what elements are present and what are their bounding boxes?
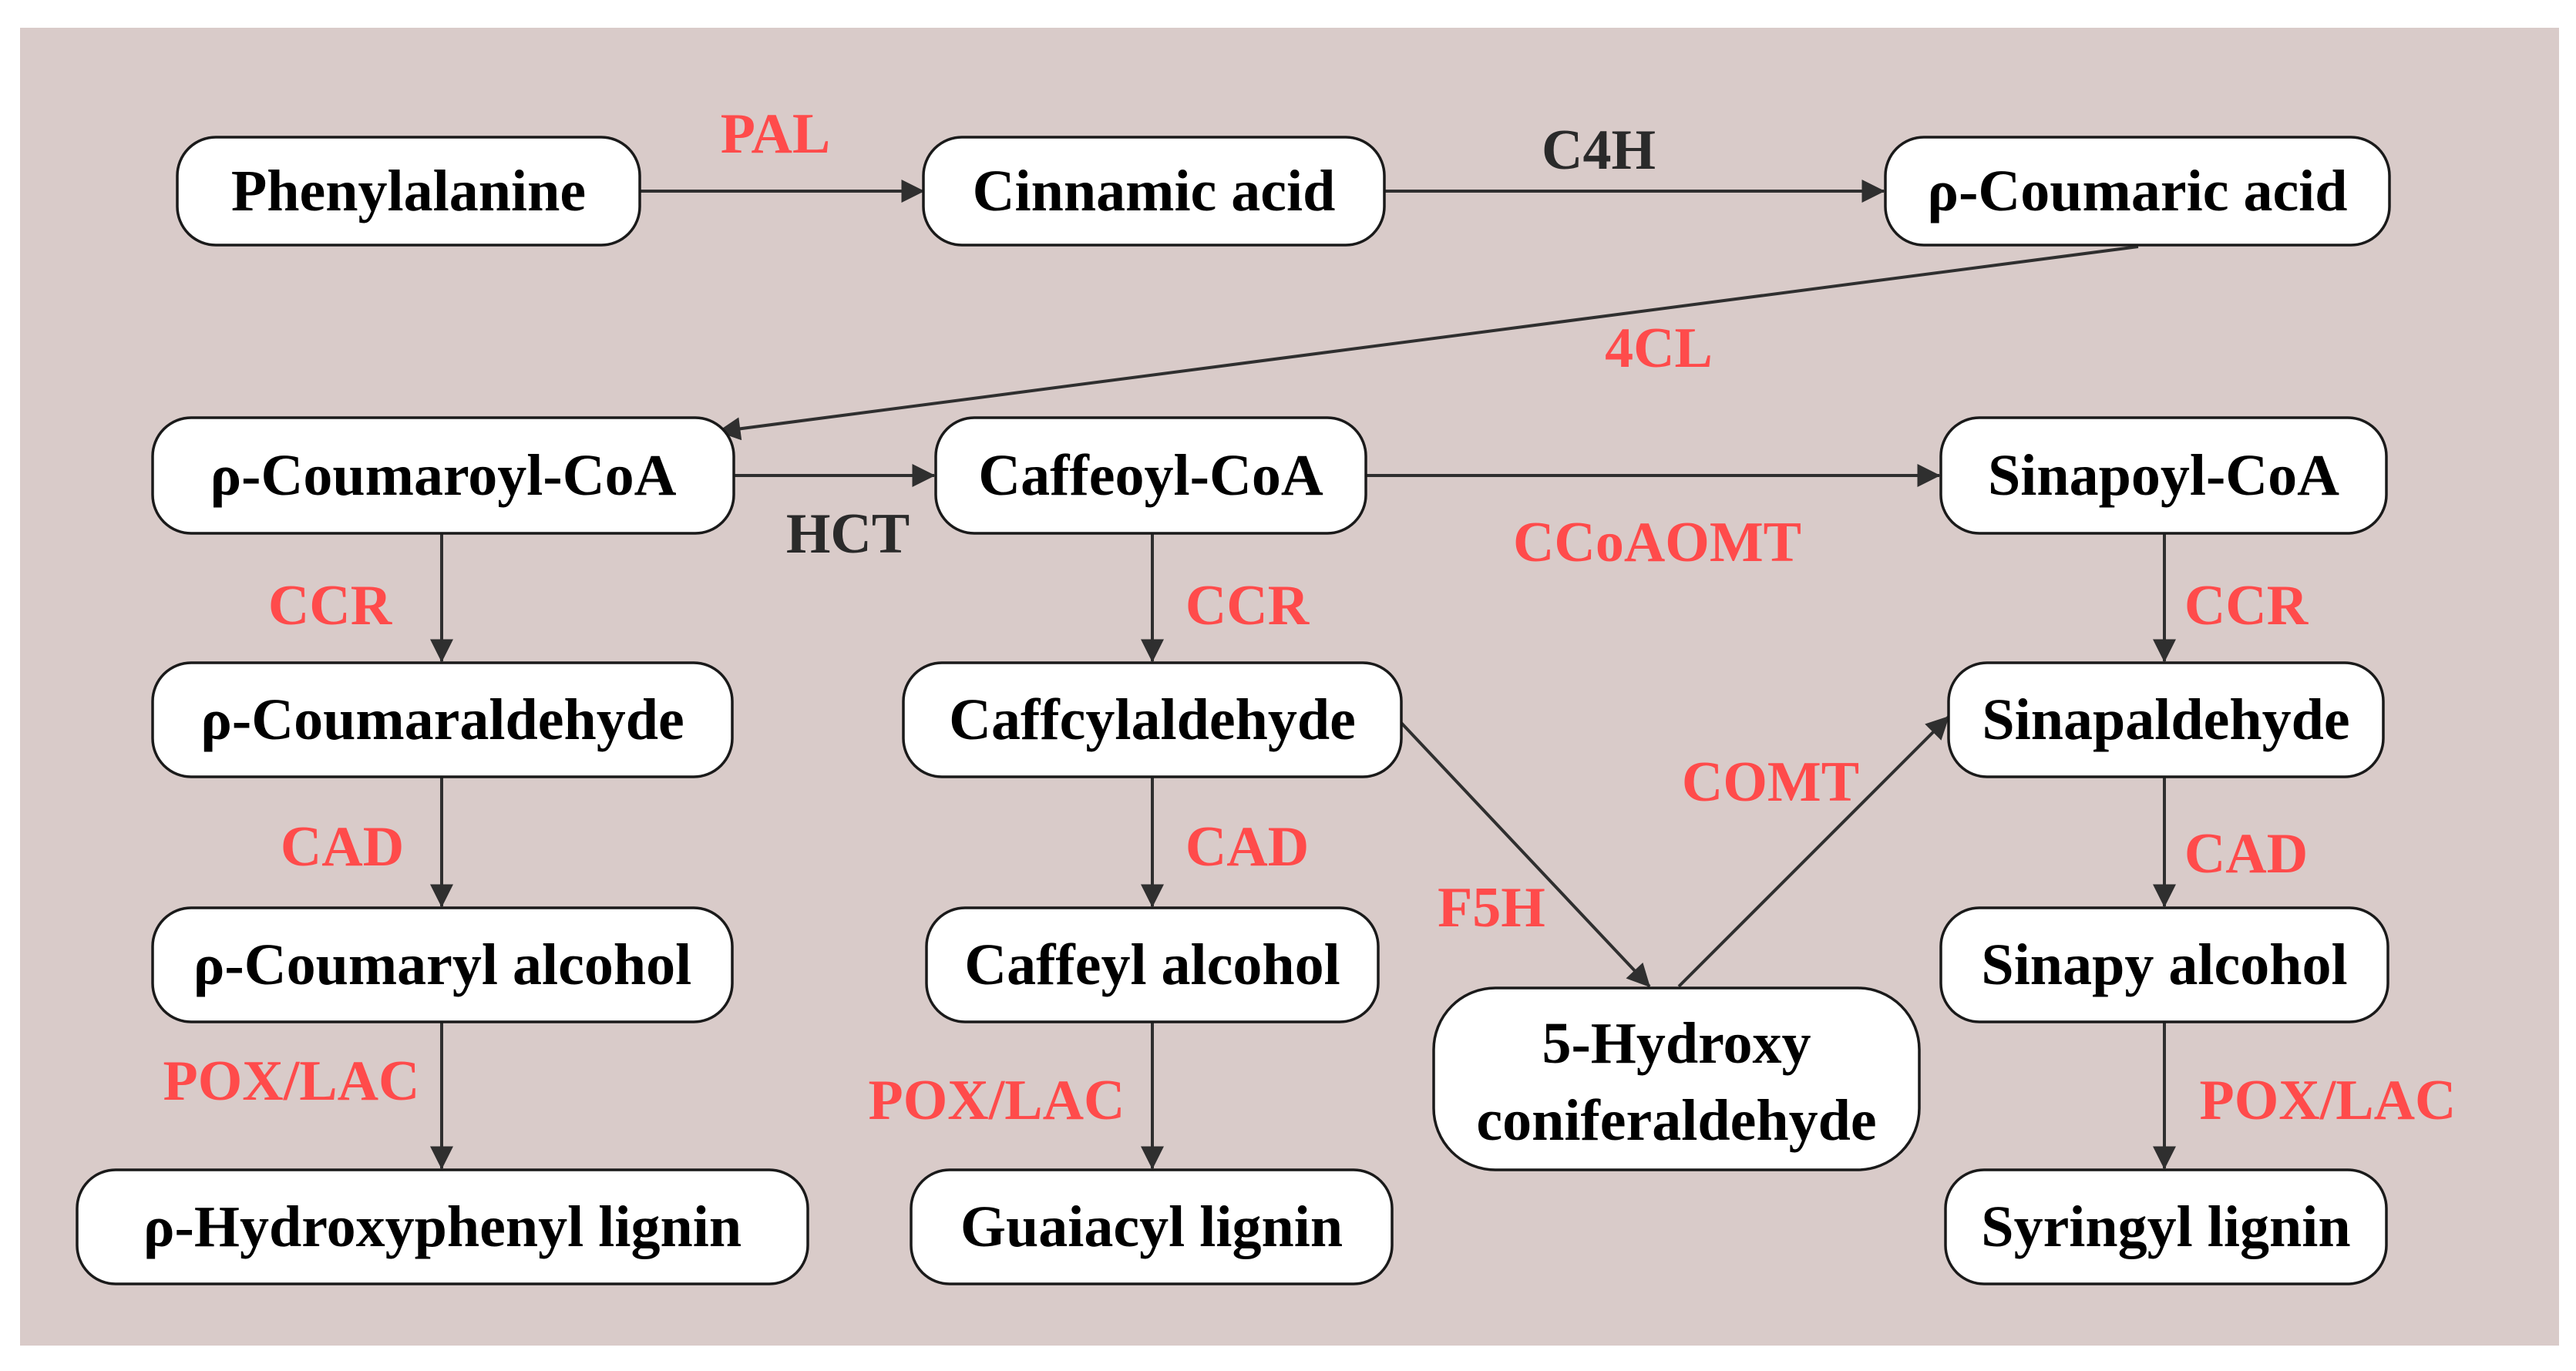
node-5-hydroxy-coniferaldehyde: 5-Hydroxy coniferaldehyde xyxy=(1432,986,1921,1171)
enzyme-label-cad-middle: CAD xyxy=(1185,815,1309,879)
node-guaiacyl-lignin: Guaiacyl lignin xyxy=(910,1168,1394,1285)
node-caffcylaldehyde-label: Caffcylaldehyde xyxy=(949,687,1356,752)
node-5-hydroxy-coniferaldehyde-line2: coniferaldehyde xyxy=(1476,1088,1876,1153)
node-phenylalanine-label: Phenylalanine xyxy=(231,159,586,223)
pathway-arrows xyxy=(430,180,2176,1170)
enzyme-label-c4h: C4H xyxy=(1542,119,1656,182)
enzyme-label-4cl: 4CL xyxy=(1605,317,1713,380)
node-p-hydroxyphenyl-lignin-label: ρ-Hydroxyphenyl lignin xyxy=(143,1195,742,1259)
arrow-5-hydroxy-coniferaldehyde-to-sinapaldehyde xyxy=(1677,715,1950,988)
node-guaiacyl-lignin-label: Guaiacyl lignin xyxy=(960,1195,1343,1259)
node-syringyl-lignin-label: Syringyl lignin xyxy=(1981,1195,2350,1259)
enzyme-label-cad-left: CAD xyxy=(281,815,404,879)
node-p-coumaryl-alcohol: ρ-Coumaryl alcohol xyxy=(151,906,734,1023)
enzyme-label-ccoaomt: CCoAOMT xyxy=(1513,511,1801,574)
arrow-p-coumaric-acid-to-p-coumaroyl-coa xyxy=(717,245,2139,441)
node-p-coumaroyl-coa-label: ρ-Coumaroyl-CoA xyxy=(210,443,677,508)
node-p-coumaric-acid-label: ρ-Coumaric acid xyxy=(1927,159,2347,223)
arrow-caffcylaldehyde-to-5-hydroxy-coniferaldehyde xyxy=(1400,721,1651,988)
node-sinapaldehyde-label: Sinapaldehyde xyxy=(1982,687,2349,752)
node-p-coumaroyl-coa: ρ-Coumaroyl-CoA xyxy=(151,416,735,535)
node-p-coumaryl-alcohol-label: ρ-Coumaryl alcohol xyxy=(193,932,692,997)
node-caffeoyl-coa: Caffeoyl-CoA xyxy=(934,416,1367,535)
node-phenylalanine: Phenylalanine xyxy=(176,136,641,247)
node-p-coumaric-acid: ρ-Coumaric acid xyxy=(1884,136,2391,247)
enzyme-label-pox-lac-right: POX/LAC xyxy=(2200,1069,2457,1132)
node-cinnamic-acid-label: Cinnamic acid xyxy=(973,159,1336,223)
enzyme-label-cad-right: CAD xyxy=(2184,822,2308,885)
node-sinapaldehyde: Sinapaldehyde xyxy=(1947,661,2385,778)
enzyme-label-comt: COMT xyxy=(1682,751,1859,814)
pathway-nodes: Phenylalanine Cinnamic acid ρ-Coumaric a… xyxy=(76,136,2391,1285)
node-sinapy-alcohol: Sinapy alcohol xyxy=(1939,906,2389,1023)
enzyme-labels: PAL C4H 4CL HCT CCoAOMT CCR CCR CCR CAD … xyxy=(163,102,2457,1132)
node-caffeoyl-coa-label: Caffeoyl-CoA xyxy=(978,443,1323,508)
enzyme-label-pox-lac-left: POX/LAC xyxy=(163,1050,420,1113)
node-sinapoyl-coa: Sinapoyl-CoA xyxy=(1939,416,2388,535)
enzyme-label-ccr-middle: CCR xyxy=(1185,574,1310,637)
node-sinapoyl-coa-label: Sinapoyl-CoA xyxy=(1988,443,2339,508)
node-p-coumaraldehyde-label: ρ-Coumaraldehyde xyxy=(200,687,684,752)
node-sinapy-alcohol-label: Sinapy alcohol xyxy=(1981,932,2347,997)
enzyme-label-ccr-left: CCR xyxy=(268,574,393,637)
enzyme-label-f5h: F5H xyxy=(1438,876,1545,939)
node-caffeyl-alcohol: Caffeyl alcohol xyxy=(925,906,1380,1023)
node-cinnamic-acid: Cinnamic acid xyxy=(922,136,1386,247)
node-p-coumaraldehyde: ρ-Coumaraldehyde xyxy=(151,661,734,778)
node-5-hydroxy-coniferaldehyde-line1: 5-Hydroxy xyxy=(1542,1011,1811,1076)
enzyme-label-hct: HCT xyxy=(786,502,910,566)
node-syringyl-lignin: Syringyl lignin xyxy=(1944,1168,2388,1285)
node-caffeyl-alcohol-label: Caffeyl alcohol xyxy=(964,932,1340,997)
node-caffcylaldehyde: Caffcylaldehyde xyxy=(902,661,1403,778)
enzyme-label-pal: PAL xyxy=(721,102,831,166)
enzyme-label-pox-lac-middle: POX/LAC xyxy=(869,1069,1125,1132)
node-p-hydroxyphenyl-lignin: ρ-Hydroxyphenyl lignin xyxy=(76,1168,809,1285)
enzyme-label-ccr-right: CCR xyxy=(2184,574,2309,637)
